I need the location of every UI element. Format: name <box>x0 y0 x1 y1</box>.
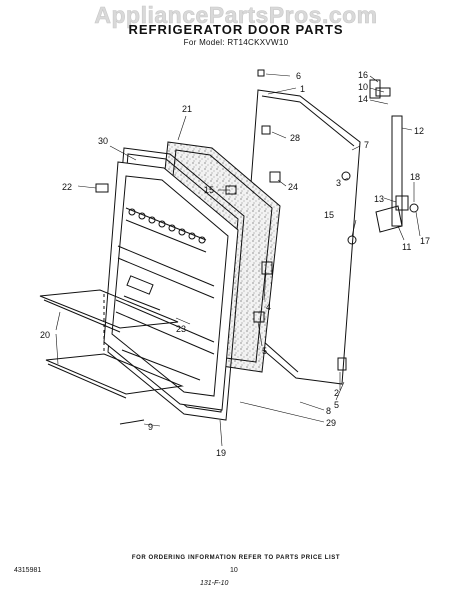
callout-10: 10 <box>358 82 368 92</box>
callout-1: 1 <box>300 84 305 94</box>
callout-18: 18 <box>410 172 420 182</box>
callout-11: 11 <box>402 242 411 252</box>
model-subtitle: For Model: RT14CKXVW10 <box>183 38 289 47</box>
callout-23: 23 <box>176 324 186 334</box>
ordering-note: FOR ORDERING INFORMATION REFER TO PARTS … <box>131 555 341 561</box>
document-code: 4315981 <box>14 567 42 574</box>
callout-4: 4 <box>266 302 271 312</box>
watermark: AppliancePartsPros.com <box>94 2 378 29</box>
callout-12: 12 <box>414 126 424 136</box>
callout-13: 13 <box>374 194 384 204</box>
egg-rack <box>125 207 207 253</box>
leader-lines <box>55 73 421 447</box>
callout-14: 14 <box>358 94 368 104</box>
callout-5-bottom: 5 <box>334 400 339 410</box>
callout-21: 21 <box>182 104 192 114</box>
callout-24: 24 <box>288 182 298 192</box>
callout-30: 30 <box>98 136 108 146</box>
hinge-assembly <box>257 69 419 371</box>
callout-22: 22 <box>62 182 72 192</box>
door-shelf-bars <box>39 289 184 399</box>
callout-16: 16 <box>358 70 368 80</box>
callout-19: 19 <box>216 448 226 458</box>
callout-29: 29 <box>326 418 336 428</box>
callout-3: 3 <box>336 178 341 188</box>
callout-15-liner: 15 <box>204 185 214 195</box>
handwritten-code: 131-F-10 <box>200 580 229 587</box>
inner-door-liner <box>103 161 239 411</box>
callout-28: 28 <box>290 133 300 143</box>
callout-9: 9 <box>148 422 153 432</box>
callout-labels: 6 1 28 7 3 24 15 21 30 22 16 10 14 12 18… <box>40 70 430 458</box>
callout-5-door: 5 <box>262 346 267 356</box>
callout-6: 6 <box>296 71 301 81</box>
callout-17: 17 <box>420 236 430 246</box>
callout-15-hinge: 15 <box>324 210 334 220</box>
callout-20: 20 <box>40 330 50 340</box>
page-title: REFRIGERATOR DOOR PARTS <box>128 22 344 37</box>
callout-2: 2 <box>334 388 339 398</box>
page-number: 10 <box>230 567 238 574</box>
callout-8: 8 <box>326 406 331 416</box>
callout-7: 7 <box>364 140 369 150</box>
